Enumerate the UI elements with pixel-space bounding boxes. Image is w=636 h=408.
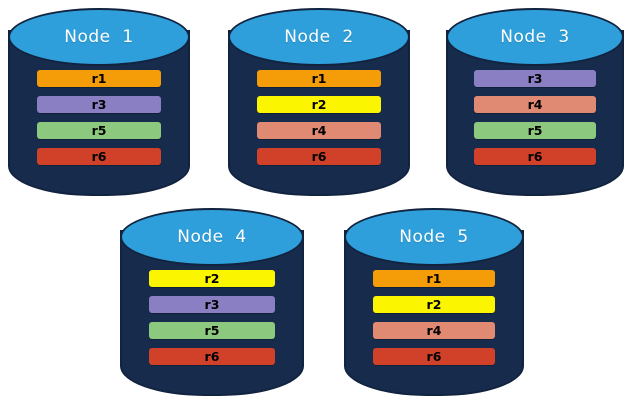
cylinder-top-ellipse (228, 8, 410, 66)
database-node-1[interactable]: Node 1 r1 r3 r5 r6 (8, 8, 190, 196)
replica-list: r1 r2 r4 r6 (228, 70, 410, 165)
replica-list: r1 r2 r4 r6 (344, 270, 524, 365)
replica-bar-r3[interactable]: r3 (149, 296, 275, 313)
node-label: Node 3 (500, 27, 570, 47)
replica-bar-r6[interactable]: r6 (372, 348, 496, 365)
node-label: Node 4 (177, 227, 247, 247)
replica-bar-r3[interactable]: r3 (37, 96, 161, 113)
replica-bar-r1[interactable]: r1 (257, 70, 381, 87)
replica-bar-r2[interactable]: r2 (372, 296, 496, 313)
cylinder-top-ellipse (8, 8, 190, 66)
replica-bar-r5[interactable]: r5 (474, 122, 596, 139)
replica-bar-r4[interactable]: r4 (257, 122, 381, 139)
cylinder-top-ellipse (120, 208, 304, 266)
replica-bar-r6[interactable]: r6 (257, 148, 381, 165)
replica-bar-r6[interactable]: r6 (474, 148, 596, 165)
replica-bar-r2[interactable]: r2 (149, 270, 275, 287)
replica-bar-r2[interactable]: r2 (257, 96, 381, 113)
replica-bar-r1[interactable]: r1 (372, 270, 496, 287)
node-label: Node 2 (284, 27, 354, 47)
replica-bar-r3[interactable]: r3 (474, 70, 596, 87)
replica-list: r1 r3 r5 r6 (8, 70, 190, 165)
database-node-3[interactable]: Node 3 r3 r4 r5 r6 (446, 8, 624, 196)
cylinder-top-ellipse (344, 208, 524, 266)
cylinder-top-ellipse (446, 8, 624, 66)
replica-bar-r5[interactable]: r5 (37, 122, 161, 139)
replica-list: r3 r4 r5 r6 (446, 70, 624, 165)
replica-bar-r6[interactable]: r6 (149, 348, 275, 365)
node-label: Node 5 (399, 227, 469, 247)
replica-bar-r4[interactable]: r4 (372, 322, 496, 339)
database-node-5[interactable]: Node 5 r1 r2 r4 r6 (344, 208, 524, 396)
database-node-4[interactable]: Node 4 r2 r3 r5 r6 (120, 208, 304, 396)
replica-bar-r1[interactable]: r1 (37, 70, 161, 87)
replica-bar-r5[interactable]: r5 (149, 322, 275, 339)
replica-list: r2 r3 r5 r6 (120, 270, 304, 365)
replica-bar-r6[interactable]: r6 (37, 148, 161, 165)
database-node-2[interactable]: Node 2 r1 r2 r4 r6 (228, 8, 410, 196)
node-label: Node 1 (64, 27, 134, 47)
replica-bar-r4[interactable]: r4 (474, 96, 596, 113)
